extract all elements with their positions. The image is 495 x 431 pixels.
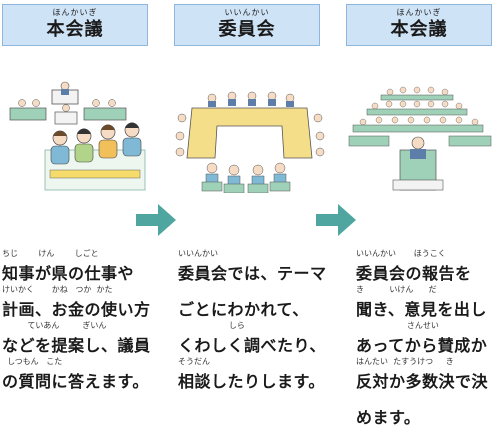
arrow-right-icon	[136, 204, 176, 236]
description-text: 反対か多数決で決	[356, 372, 489, 391]
description-line: さんせい あってから賛成か	[356, 318, 494, 355]
stage-2-description: いいんかい 委員会では、テーマ ごとにわかれて、 しら くわしく調べたり、 そう…	[178, 246, 328, 391]
stage-3-header: ほんかいぎ 本会議	[346, 4, 492, 46]
description-line: しら くわしく調べたり、	[178, 318, 328, 355]
stage-3-ruby: ほんかいぎ	[396, 8, 442, 17]
description-line: けいかく かね つか かた 計画、お金の使い方	[2, 282, 152, 319]
description-text: ごとにわかれて、	[178, 300, 309, 319]
furigana: ていあん ぎいん	[2, 321, 107, 330]
description-text: くわしく調べたり、	[178, 336, 326, 355]
stage-2-title: 委員会	[218, 19, 276, 40]
stage-2-ruby: いいんかい	[224, 8, 270, 17]
description-text: 計画、お金の使い方	[2, 300, 151, 319]
furigana: はんたい たすうけつ き	[356, 357, 454, 366]
description-line: いいんかい ほうこく 委員会の報告を	[356, 246, 494, 283]
description-text: あってから賛成か	[356, 336, 488, 355]
description-line: き いけん だ 聞き、意見を出し	[356, 282, 494, 319]
stage-3-title: 本会議	[390, 19, 448, 40]
arrow-right-icon	[316, 204, 356, 236]
furigana: けいかく かね つか かた	[2, 285, 113, 294]
description-text: 知事が県の仕事や	[2, 264, 135, 283]
furigana: いいんかい ほうこく	[356, 249, 446, 258]
furigana: そうだん	[178, 357, 210, 366]
description-line: そうだん 相談したりします。	[178, 354, 328, 391]
plenary-session-illustration	[9, 81, 146, 191]
description-text: 委員会の報告を	[356, 264, 472, 283]
furigana: しら	[178, 321, 245, 330]
furigana: さんせい	[356, 321, 439, 330]
stage-1-title: 本会議	[46, 19, 104, 40]
description-line: いいんかい 委員会では、テーマ	[178, 246, 328, 283]
stage-1-ruby: ほんかいぎ	[52, 8, 98, 17]
description-line: しつもん こた の質問に答えます。	[2, 354, 152, 391]
description-text: 相談したりします。	[178, 372, 325, 391]
description-line: ごとにわかれて、	[178, 282, 328, 319]
description-text: 聞き、意見を出し	[356, 300, 487, 319]
description-line: ていあん ぎいん などを提案し、議員	[2, 318, 152, 355]
plenary-vote-illustration	[348, 86, 492, 191]
furigana: しつもん こた	[2, 357, 63, 366]
description-text: めます。	[356, 408, 421, 427]
stage-2-header: いいんかい 委員会	[174, 4, 320, 46]
description-text: の質問に答えます。	[2, 372, 149, 391]
stage-1-description: ちじ けん しごと 知事が県の仕事や けいかく かね つか かた 計画、お金の使…	[2, 246, 152, 391]
committee-meeting-illustration	[175, 91, 325, 193]
furigana: き いけん だ	[356, 285, 437, 294]
furigana: いいんかい	[178, 249, 218, 258]
furigana: ちじ けん しごと	[2, 249, 99, 258]
description-text: などを提案し、議員	[2, 336, 151, 355]
description-line: はんたい たすうけつ き 反対か多数決で決	[356, 354, 494, 391]
stage-1-header: ほんかいぎ 本会議	[2, 4, 148, 46]
stage-3-description: いいんかい ほうこく 委員会の報告を き いけん だ 聞き、意見を出し さんせい…	[356, 246, 494, 427]
description-line: めます。	[356, 390, 494, 427]
description-line: ちじ けん しごと 知事が県の仕事や	[2, 246, 152, 283]
description-text: 委員会では、テーマ	[178, 264, 327, 283]
